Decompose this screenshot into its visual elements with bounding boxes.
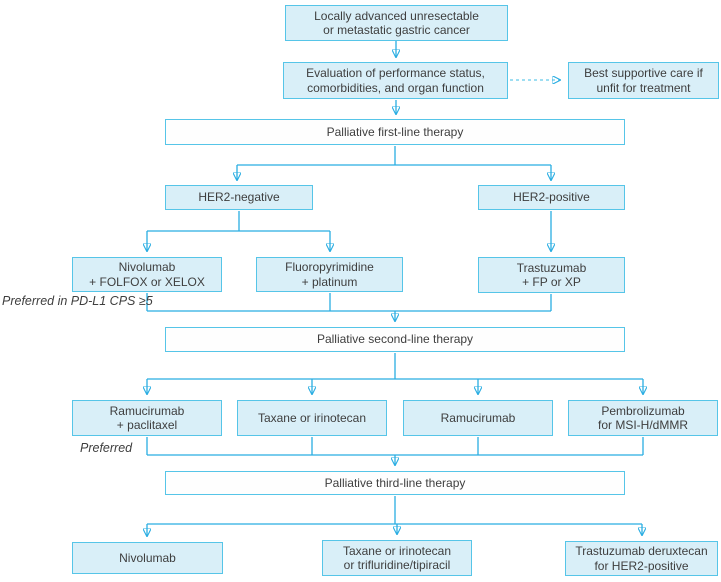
- node-ramucirumab-paclitaxel: Ramucirumab + paclitaxel: [72, 400, 222, 436]
- node-pembrolizumab-msi: Pembrolizumab for MSI-H/dMMR: [568, 400, 718, 436]
- node-trastuzumab-deruxtecan: Trastuzumab deruxtecan for HER2-positive: [565, 541, 718, 576]
- edge-converge-to-second-line: [146, 293, 552, 321]
- node-ramucirumab: Ramucirumab: [403, 400, 553, 436]
- node-taxane-or-irinotecan: Taxane or irinotecan: [237, 400, 387, 436]
- node-nivolumab: Nivolumab: [72, 542, 223, 574]
- edge-first-line-branch: [237, 146, 551, 180]
- edge-her2-negative-branch: [147, 211, 330, 251]
- node-taxane-trifluridine-tipiracil: Taxane or irinotecan or trifluridine/tip…: [322, 540, 472, 576]
- node-evaluation: Evaluation of performance status, comorb…: [283, 62, 508, 99]
- edge-converge-to-third-line: [146, 437, 644, 465]
- node-third-line-therapy: Palliative third-line therapy: [165, 471, 625, 495]
- node-first-line-therapy: Palliative first-line therapy: [165, 119, 625, 145]
- edge-second-line-branch: [147, 353, 643, 394]
- node-nivolumab-folfox-xelox: Nivolumab + FOLFOX or XELOX: [72, 257, 222, 292]
- annotation-preferred: Preferred: [80, 441, 133, 455]
- node-trastuzumab-fp-xp: Trastuzumab + FP or XP: [478, 257, 625, 293]
- edge-third-line-branch: [147, 496, 642, 536]
- node-start: Locally advanced unresectable or metasta…: [285, 5, 508, 41]
- node-best-supportive-care: Best supportive care if unfit for treatm…: [568, 62, 719, 99]
- node-her2-positive: HER2-positive: [478, 185, 625, 210]
- node-fluoropyrimidine-platinum: Fluoropyrimidine + platinum: [256, 257, 403, 292]
- node-her2-negative: HER2-negative: [165, 185, 313, 210]
- annotation-preferred-pdl1: Preferred in PD-L1 CPS ≥5: [2, 294, 153, 308]
- node-second-line-therapy: Palliative second-line therapy: [165, 327, 625, 352]
